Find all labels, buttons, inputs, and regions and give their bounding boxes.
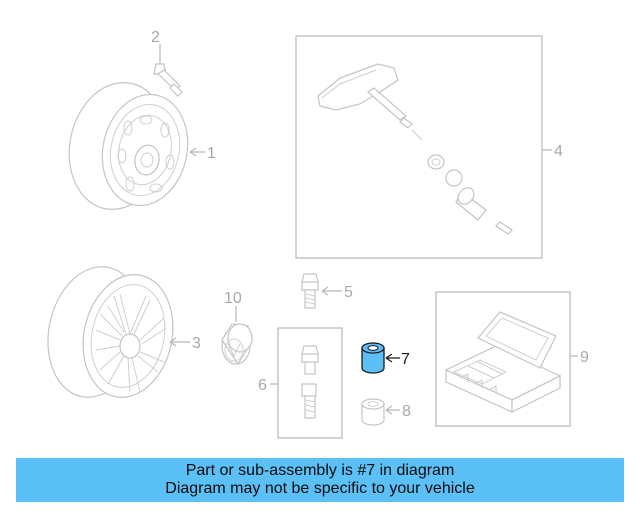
lug-bolt-part[interactable]: [301, 273, 319, 309]
tpms-sensor-kit-part[interactable]: [295, 35, 543, 259]
banner-line-2: Diagram may not be specific to your vehi…: [165, 480, 475, 497]
alloy-wheel-part[interactable]: [36, 258, 184, 406]
callout-1: 1: [207, 145, 216, 162]
callout-3: 3: [192, 335, 201, 352]
callout-7: 7: [401, 351, 410, 368]
banner-line-1: Part or sub-assembly is #7 in diagram: [185, 462, 455, 479]
callout-8: 8: [402, 403, 411, 420]
key-case-part[interactable]: [435, 291, 571, 427]
info-banner: Part or sub-assembly is #7 in diagram Di…: [16, 458, 624, 502]
callout-5: 5: [344, 284, 353, 301]
valve-stem-part[interactable]: [153, 44, 183, 97]
callout-2: 2: [151, 29, 160, 46]
spacer-part-highlighted[interactable]: [361, 342, 385, 374]
callout-6: 6: [258, 377, 267, 394]
callout-10: 10: [224, 290, 242, 307]
steel-wheel-part[interactable]: [58, 73, 198, 218]
spacer-part[interactable]: [361, 398, 385, 426]
callout-9: 9: [580, 349, 589, 366]
center-cap-part[interactable]: [221, 323, 253, 366]
callout-4: 4: [554, 143, 563, 160]
lock-bolt-set-part[interactable]: [277, 327, 343, 439]
